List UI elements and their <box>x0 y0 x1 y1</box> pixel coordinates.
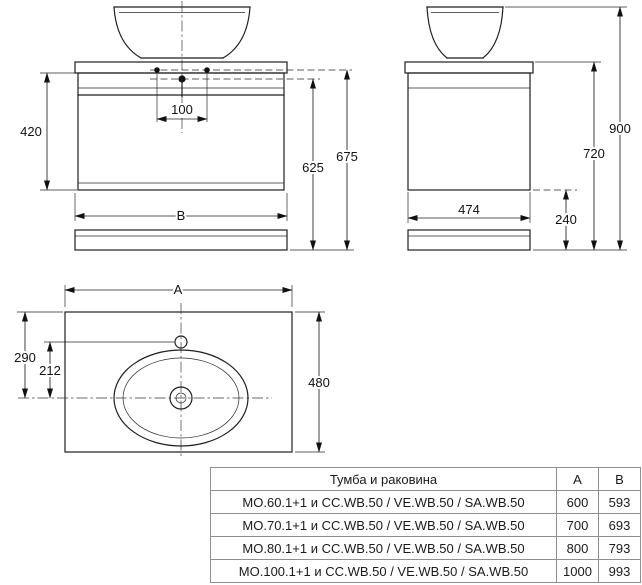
table-cell-name: MO.60.1+1 и CC.WB.50 / VE.WB.50 / SA.WB.… <box>210 490 557 514</box>
table-cell-name: MO.80.1+1 и CC.WB.50 / VE.WB.50 / SA.WB.… <box>210 536 557 560</box>
table-header-row: Тумба и раковина А В <box>210 467 641 491</box>
cabinet-side <box>407 72 531 191</box>
lower-shelf-front <box>74 229 288 251</box>
dimension-label-A: A <box>174 282 183 297</box>
faucet-hole-right <box>204 67 210 73</box>
table-row: MO.100.1+1 и CC.WB.50 / VE.WB.50 / SA.WB… <box>210 559 641 583</box>
front-view: 100 420 B 625 675 <box>18 1 360 251</box>
table-header-name: Тумба и раковина <box>210 467 557 491</box>
basin-outline-outer <box>113 349 249 447</box>
side-view: 474 240 720 900 <box>404 6 633 251</box>
dimension-label-B: B <box>177 208 186 223</box>
table-header-b: В <box>598 467 641 491</box>
top-view: A 480 290 212 <box>12 280 332 459</box>
washbasin-side <box>426 6 504 59</box>
basin-right-curve <box>482 6 504 59</box>
faucet-hole-plan <box>174 335 188 349</box>
cabinet-front <box>77 72 285 191</box>
table-cell-b: 593 <box>598 490 641 514</box>
technical-drawing: 100 420 B 625 675 <box>12 1 633 459</box>
basin-right-curve <box>222 6 251 59</box>
dimension-label-900: 900 <box>609 121 631 136</box>
countertop-front <box>74 61 288 74</box>
table-cell-a: 700 <box>556 513 599 537</box>
table-row: MO.80.1+1 и CC.WB.50 / VE.WB.50 / SA.WB.… <box>210 536 641 560</box>
basin-left-curve <box>113 6 142 59</box>
dimension-label-100: 100 <box>171 102 193 117</box>
drain-outer-circle <box>169 386 193 410</box>
table-cell-b: 993 <box>598 559 641 583</box>
drain-inner-circle <box>175 392 187 404</box>
dimension-label-474: 474 <box>458 202 480 217</box>
size-table-grid: Тумба и раковина А В MO.60.1+1 и CC.WB.5… <box>210 467 641 583</box>
table-row: MO.70.1+1 и CC.WB.50 / VE.WB.50 / SA.WB.… <box>210 513 641 537</box>
dimension-label-290: 290 <box>14 350 36 365</box>
lower-shelf-side <box>407 229 531 251</box>
dimension-label-240: 240 <box>555 212 577 227</box>
dimension-label-720: 720 <box>583 146 605 161</box>
countertop-side <box>404 61 534 74</box>
dimension-label-625: 625 <box>302 160 324 175</box>
dimension-label-480: 480 <box>308 375 330 390</box>
dimension-label-675: 675 <box>336 149 358 164</box>
countertop-plan <box>64 311 293 453</box>
table-row: MO.60.1+1 и CC.WB.50 / VE.WB.50 / SA.WB.… <box>210 490 641 514</box>
table-cell-b: 793 <box>598 536 641 560</box>
faucet-hole-left <box>154 67 160 73</box>
dimension-label-420: 420 <box>20 124 42 139</box>
dimension-label-212: 212 <box>39 363 61 378</box>
basin-left-curve <box>426 6 448 59</box>
basin-outline-inner <box>122 357 240 439</box>
table-cell-b: 693 <box>598 513 641 537</box>
size-table: Тумба и раковина А В MO.60.1+1 и CC.WB.5… <box>210 467 641 583</box>
table-cell-a: 600 <box>556 490 599 514</box>
table-cell-name: MO.100.1+1 и CC.WB.50 / VE.WB.50 / SA.WB… <box>210 559 557 583</box>
table-header-a: А <box>556 467 599 491</box>
table-cell-a: 800 <box>556 536 599 560</box>
table-cell-name: MO.70.1+1 и CC.WB.50 / VE.WB.50 / SA.WB.… <box>210 513 557 537</box>
table-cell-a: 1000 <box>556 559 599 583</box>
